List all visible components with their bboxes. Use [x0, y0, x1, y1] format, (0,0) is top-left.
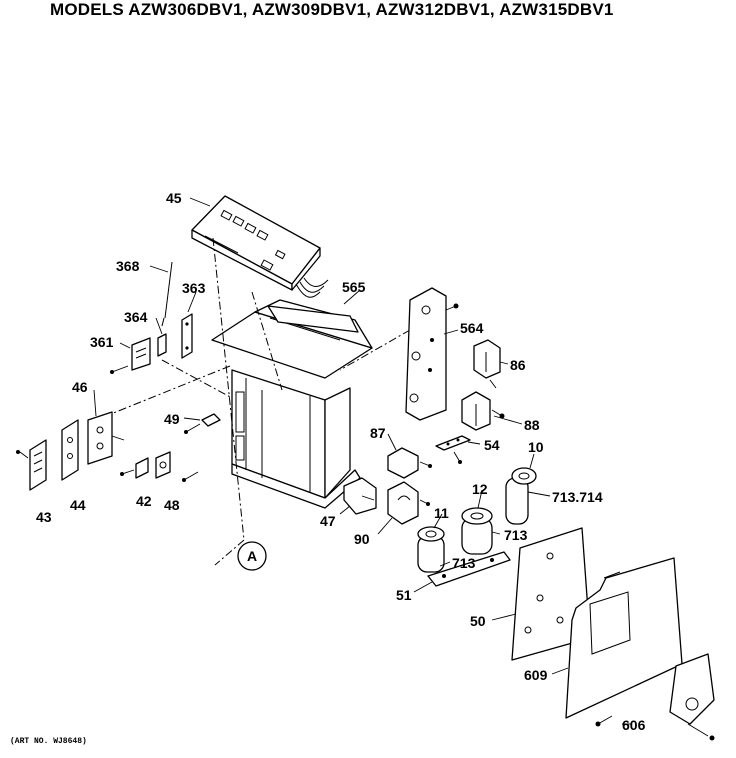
label-leader-lines: [93, 197, 632, 725]
label-46: 46: [72, 379, 88, 395]
label-a: A: [247, 548, 257, 564]
control-panel-45: [191, 195, 321, 291]
page-title: MODELS AZW306DBV1, AZW309DBV1, AZW312DBV…: [50, 0, 614, 19]
plate-44: [61, 419, 79, 481]
label-11: 11: [434, 505, 449, 521]
switch-361: [110, 337, 151, 374]
shroud-565: [267, 305, 359, 333]
label-45: 45: [166, 190, 182, 206]
bracket-363: [181, 313, 193, 359]
label-363: 363: [182, 280, 206, 296]
label-42: 42: [136, 493, 152, 509]
label-47: 47: [320, 513, 336, 529]
bracket-48: [155, 451, 199, 482]
label-368: 368: [116, 258, 140, 274]
clip-42: [120, 457, 149, 479]
capacitor-12: [461, 507, 493, 555]
label-90: 90: [354, 531, 370, 547]
clip-364: [157, 333, 167, 357]
capacitor-10: [505, 467, 537, 525]
switch-90: [387, 481, 430, 525]
relay-88: [461, 391, 505, 431]
rod-368: [161, 261, 173, 327]
label-54: 54: [484, 437, 500, 453]
label-87: 87: [370, 425, 386, 441]
bracket-47: [343, 477, 377, 515]
label-565: 565: [342, 279, 366, 295]
label-48: 48: [164, 497, 180, 513]
clip-49: [184, 413, 221, 434]
label-713-upper: 713: [504, 527, 528, 543]
label-361: 361: [90, 334, 114, 350]
reference-a-callout: [237, 541, 267, 571]
relay-86: [473, 339, 501, 389]
assembly-guide-lines: [95, 237, 411, 566]
label-49: 49: [164, 411, 180, 427]
bracket-54: [435, 435, 471, 464]
label-12: 12: [472, 481, 488, 497]
label-713-lower: 713: [452, 555, 476, 571]
label-606: 606: [622, 717, 646, 733]
cover-606: [595, 653, 715, 741]
terminal-board-46: [87, 411, 125, 465]
capacitor-11: [417, 526, 445, 573]
bracket-564: [405, 287, 459, 421]
label-609: 609: [524, 667, 548, 683]
label-44: 44: [70, 497, 86, 513]
label-86: 86: [510, 357, 526, 373]
wire-harness: [295, 277, 329, 298]
label-713-714: 713.714: [552, 489, 603, 505]
label-564: 564: [460, 320, 484, 336]
bracket-51: [427, 551, 511, 587]
label-364: 364: [124, 309, 148, 325]
label-43: 43: [36, 509, 52, 525]
label-50: 50: [470, 613, 486, 629]
overlay-43: [16, 439, 47, 491]
cover-609: [565, 557, 683, 719]
art-number: (ART NO. WJ8648): [10, 737, 87, 746]
label-10: 10: [528, 439, 544, 455]
label-51: 51: [396, 587, 412, 603]
label-88: 88: [524, 417, 540, 433]
switch-87: [387, 447, 432, 479]
